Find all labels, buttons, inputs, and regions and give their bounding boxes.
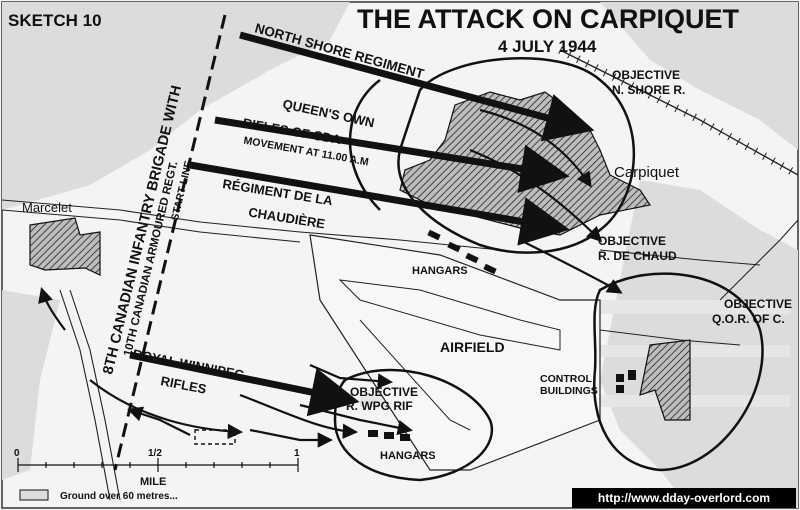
scale-unit: MILE	[140, 476, 166, 488]
legend-high-ground-label: Ground over 60 metres...	[60, 491, 178, 502]
scale-tick-0: 0	[14, 448, 20, 459]
chaudiere-axis	[189, 161, 570, 246]
marcelet-village	[29, 217, 101, 276]
hangars-south-label: HANGARS	[380, 450, 436, 462]
control-buildings-label-1: CONTROL	[540, 373, 592, 385]
runway-diagonal	[359, 319, 471, 431]
objective-chaud-label-1: OBJECTIVE	[598, 234, 666, 248]
airfield-label: AIRFIELD	[440, 339, 505, 355]
scale-tick-half: 1/2	[148, 448, 162, 459]
objective-wpg-boundary	[333, 368, 494, 482]
control-buildings-label-2: BUILDINGS	[540, 385, 598, 397]
objective-wpg-label-1: OBJECTIVE	[350, 385, 418, 399]
control-buildings	[616, 370, 636, 393]
objective-n-shore-label-2: N. SHORE R.	[612, 83, 685, 97]
objective-chaud-label-2: R. DE CHAUD	[598, 249, 677, 263]
credit-url[interactable]: http://www.dday-overlord.com	[572, 488, 796, 508]
north-shore-axis	[239, 31, 595, 142]
assembly-box	[194, 429, 236, 445]
attack-axes	[129, 31, 595, 417]
objective-n-shore-label-1: OBJECTIVE	[612, 68, 680, 82]
objective-wpg-label-2: R. WPG RIF	[346, 399, 413, 413]
start-line	[113, 14, 227, 471]
hangars-north-marks	[427, 229, 497, 275]
control-buildings-area	[639, 339, 691, 421]
railway	[558, 46, 800, 179]
movement-arrows	[38, 108, 623, 448]
map-title: THE ATTACK ON CARPIQUET	[357, 4, 739, 34]
sketch-label: SKETCH 10	[8, 11, 102, 30]
objective-qor-label-2: Q.O.R. OF C.	[712, 312, 785, 326]
hangars-north-label: HANGARS	[412, 265, 468, 277]
objective-qor-label-1: OBJECTIVE	[724, 297, 792, 311]
runway	[338, 279, 561, 351]
objective-n-shore-boundary	[397, 57, 635, 254]
hangars-south-marks	[368, 430, 410, 441]
map-date: 4 JULY 1944	[498, 37, 597, 56]
scale-tick-1: 1	[294, 448, 300, 459]
winnipeg-axis	[129, 351, 360, 417]
legend-high-ground-swatch	[19, 489, 49, 501]
scale-bar	[17, 458, 299, 472]
carpiquet-label: Carpiquet	[614, 164, 680, 181]
objective-qor-boundary	[593, 272, 764, 472]
marcelet-label: Marcelet	[22, 200, 72, 215]
